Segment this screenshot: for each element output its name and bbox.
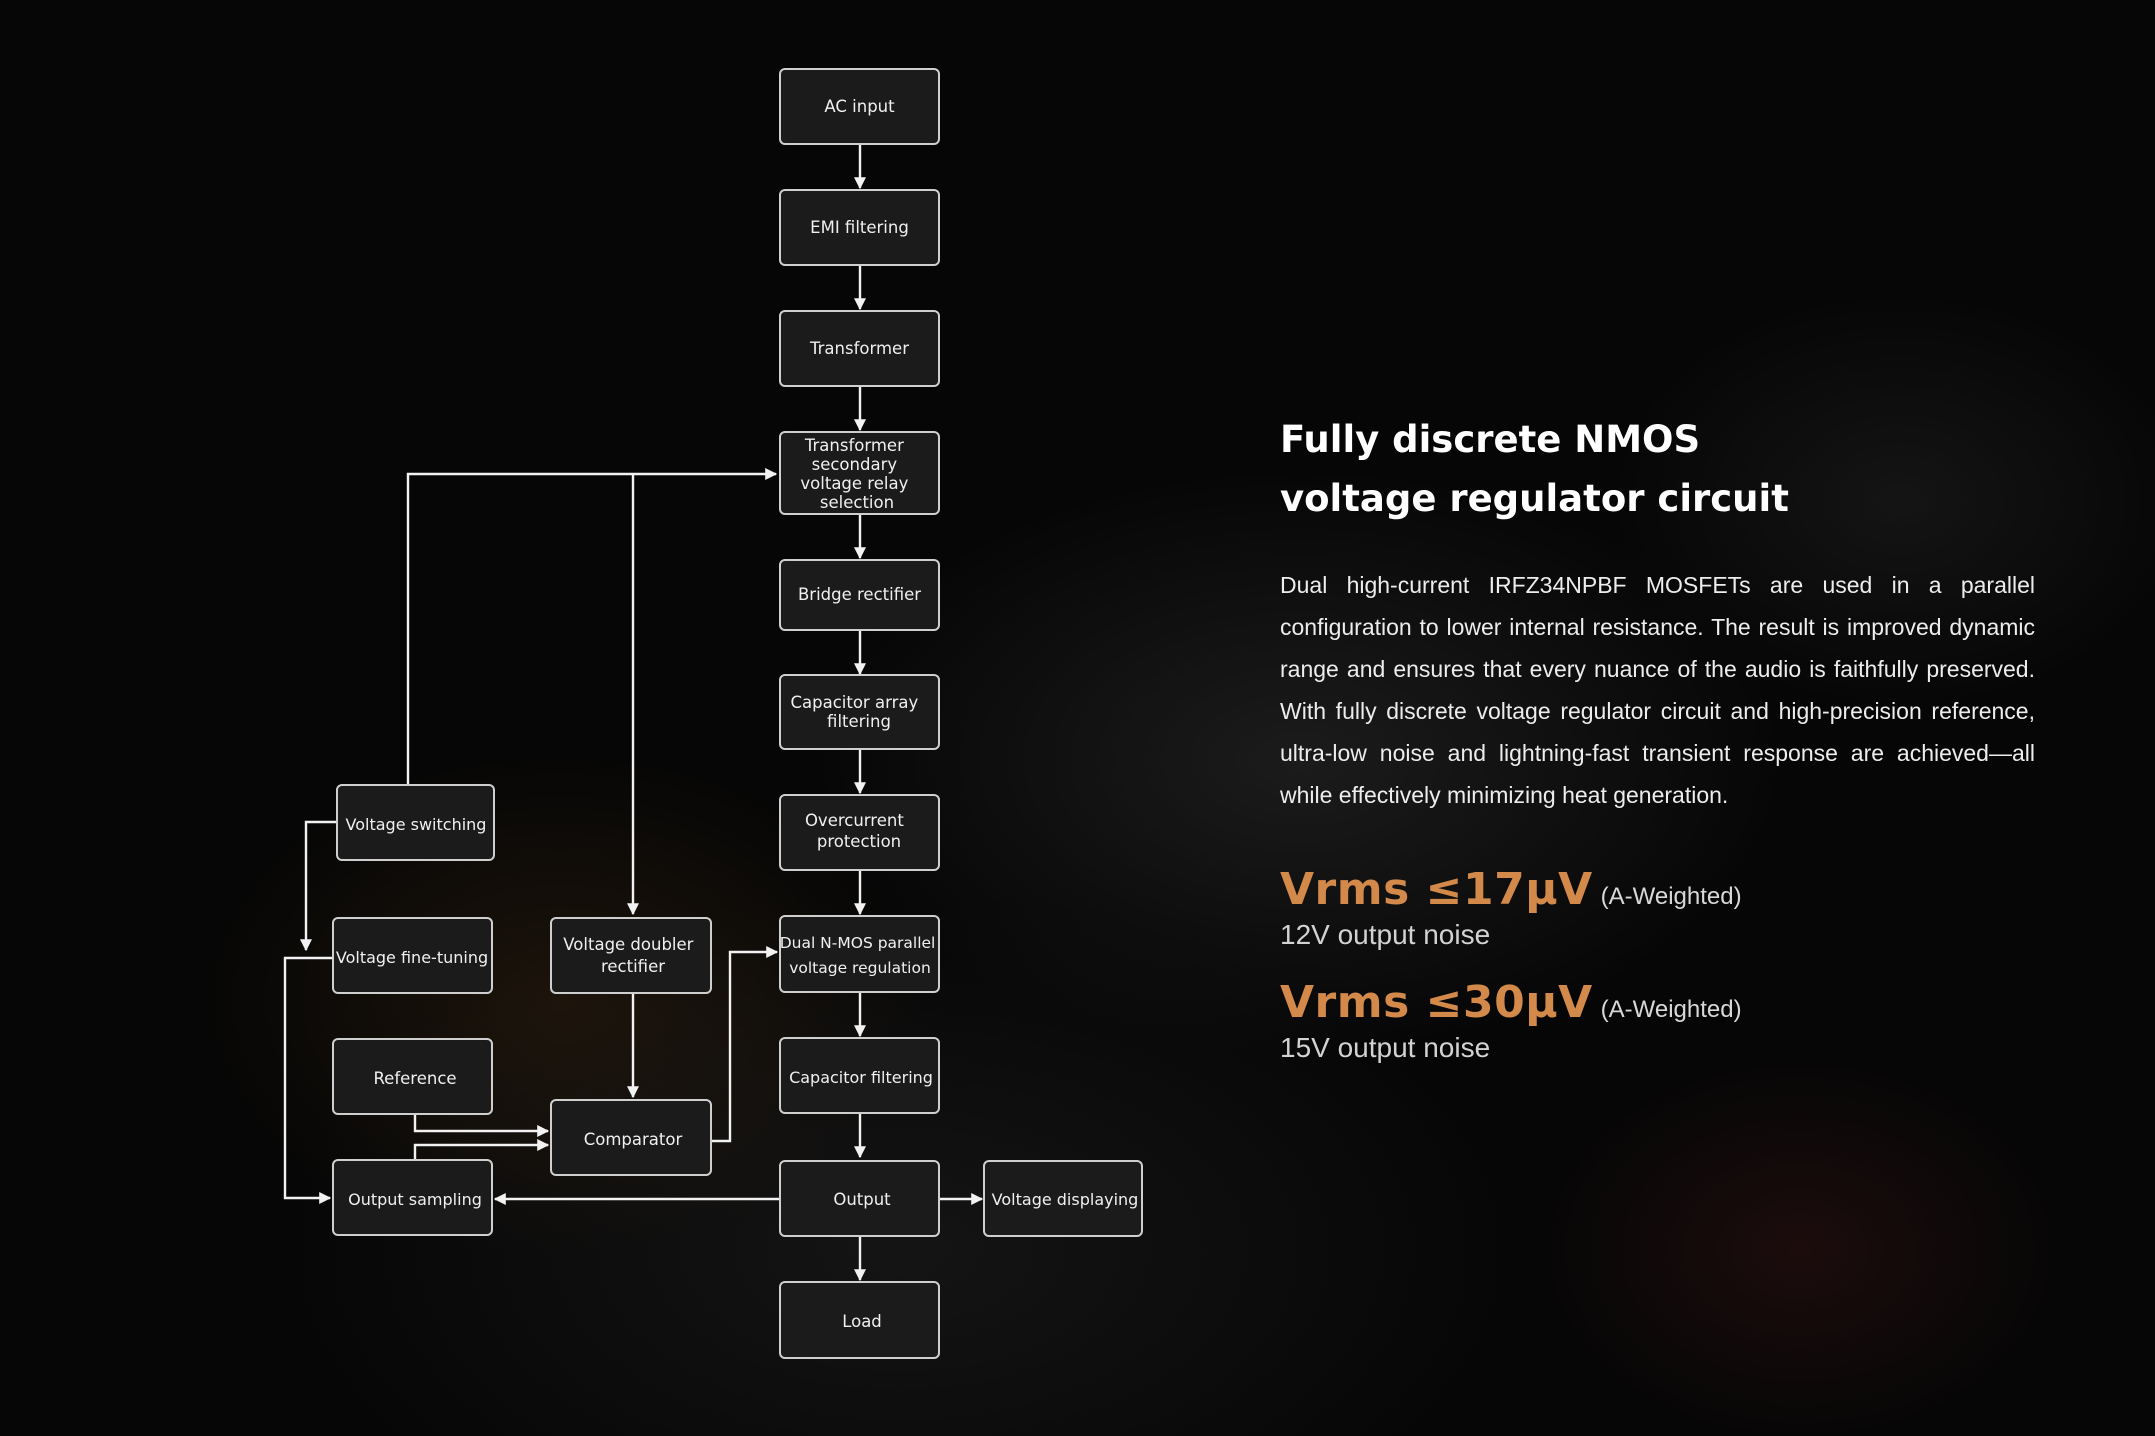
- node-output-sampling: Output sampling: [332, 1159, 493, 1236]
- node-load: Load: [779, 1281, 940, 1359]
- block-diagram: AC input EMI filtering Transformer Trans…: [283, 68, 1143, 1359]
- feature-headline: Fully discrete NMOS voltage regulator ci…: [1280, 410, 2035, 528]
- spec-15v: Vrms ≤30μV (A-Weighted) 15V output noise: [1280, 977, 2035, 1064]
- node-label: Overcurrent protection: [805, 811, 909, 851]
- headline-line-2: voltage regulator circuit: [1280, 477, 1789, 520]
- edge-sampling-comparator: [413, 1139, 550, 1160]
- spec-note: (A-Weighted): [1600, 883, 1742, 910]
- node-voltage-doubler: Voltage doubler rectifier: [550, 917, 712, 994]
- spec-value: Vrms ≤17μV: [1280, 864, 1593, 915]
- node-nmos-regulation: Dual N-MOS parallel voltage regulation: [779, 915, 941, 993]
- node-label: Transformer: [809, 339, 909, 358]
- node-label: EMI filtering: [810, 218, 909, 237]
- spec-caption: 12V output noise: [1280, 919, 1491, 950]
- node-label: Dual N-MOS parallel voltage regulation: [780, 934, 941, 977]
- edge-reference-comparator: [413, 1114, 550, 1137]
- feature-panel: Fully discrete NMOS voltage regulator ci…: [1280, 410, 2035, 1064]
- node-label: Voltage displaying: [992, 1190, 1139, 1209]
- node-voltage-fine-tuning: Voltage fine-tuning: [332, 917, 493, 994]
- node-label: Load: [842, 1312, 882, 1331]
- node-transformer: Transformer: [779, 310, 940, 387]
- node-output: Output: [779, 1160, 940, 1237]
- spec-value: Vrms ≤30μV: [1280, 977, 1593, 1028]
- node-label: Transformer secondary voltage relay sele…: [800, 436, 913, 512]
- node-label: Output: [833, 1190, 891, 1209]
- node-label: Capacitor filtering: [789, 1068, 933, 1087]
- node-capacitor-filtering: Capacitor filtering: [779, 1037, 940, 1114]
- edge-switching-relay: [406, 468, 778, 785]
- edge-finetuning-sampling: [283, 956, 333, 1204]
- node-voltage-switching: Voltage switching: [336, 784, 495, 861]
- spec-note: (A-Weighted): [1600, 996, 1742, 1023]
- node-voltage-displaying: Voltage displaying: [983, 1160, 1143, 1237]
- spec-caption: 15V output noise: [1280, 1032, 1491, 1063]
- node-label: Comparator: [584, 1130, 683, 1149]
- edge-comparator-nmos: [711, 946, 779, 1143]
- diagram-edges: [283, 144, 984, 1282]
- spec-12v: Vrms ≤17μV (A-Weighted) 12V output noise: [1280, 864, 2035, 951]
- node-ac-input: AC input: [779, 68, 940, 145]
- node-emi-filtering: EMI filtering: [779, 189, 940, 266]
- node-label: Output sampling: [348, 1190, 482, 1209]
- node-reference: Reference: [332, 1038, 493, 1115]
- node-capacitor-array: Capacitor array filtering: [779, 674, 940, 750]
- node-label: Voltage doubler rectifier: [563, 935, 698, 976]
- node-label: Capacitor array filtering: [791, 693, 924, 731]
- node-overcurrent: Overcurrent protection: [779, 794, 940, 871]
- node-label: Reference: [373, 1069, 456, 1088]
- node-label: Voltage fine-tuning: [336, 948, 488, 967]
- node-label: AC input: [824, 97, 895, 116]
- node-label: Bridge rectifier: [798, 585, 921, 604]
- node-comparator: Comparator: [550, 1099, 712, 1176]
- node-label: Voltage switching: [346, 815, 487, 834]
- diagram-nodes: AC input EMI filtering Transformer Trans…: [332, 68, 1143, 1359]
- node-relay-selection: Transformer secondary voltage relay sele…: [779, 431, 940, 515]
- feature-description: Dual high-current IRFZ34NPBF MOSFETs are…: [1280, 572, 2035, 808]
- node-bridge-rectifier: Bridge rectifier: [779, 559, 940, 631]
- headline-line-1: Fully discrete NMOS: [1280, 418, 1701, 461]
- edge-switching-finetuning: [300, 820, 337, 952]
